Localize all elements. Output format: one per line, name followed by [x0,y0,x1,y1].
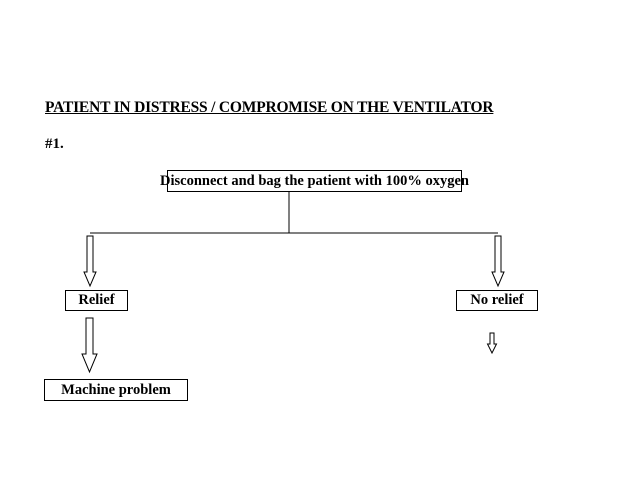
node-machine-problem: Machine problem [44,379,188,401]
node-relief: Relief [65,290,128,311]
arrow-below-no-relief [486,332,498,355]
arrow-to-machine-problem [81,317,98,374]
arrow-to-no-relief [491,235,505,288]
arrow-to-relief [83,235,97,288]
node-disconnect-and-bag: Disconnect and bag the patient with 100%… [160,170,469,192]
node-no-relief: No relief [456,290,538,311]
step-label: #1. [45,136,64,152]
diagram-title: PATIENT IN DISTRESS / COMPROMISE ON THE … [45,99,494,116]
